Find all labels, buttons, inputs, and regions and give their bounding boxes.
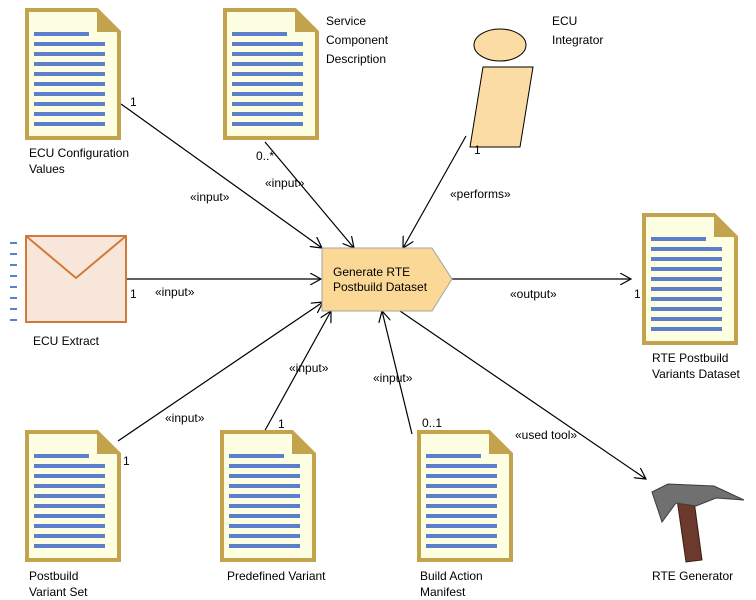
mult-predefined-variant: 1 [278, 417, 285, 431]
predefined-variant-label: Predefined Variant [227, 569, 326, 583]
connector-labels: 1 «input» 0..* «input» 1 «performs» 1 «i… [123, 95, 641, 468]
edge-task-to-generator [399, 310, 646, 479]
build-action-label-line1: Build Action [420, 569, 483, 583]
artifact-build-action-manifest[interactable]: Build Action Manifest [417, 430, 513, 599]
stereo-build-action: «input» [373, 371, 413, 385]
stereo-generator: «used tool» [515, 428, 577, 442]
mult-rte-postbuild: 1 [634, 287, 641, 301]
ecu-config-label-line2: Values [29, 162, 65, 176]
connectors [117, 103, 646, 479]
task-shape [321, 247, 453, 312]
edge-build-action-to-task [382, 311, 413, 435]
stereo-predefined-variant: «input» [289, 361, 329, 375]
stereo-rte-postbuild: «output» [510, 287, 557, 301]
rte-postbuild-label-line2: Variants Dataset [652, 367, 740, 381]
mult-postbuild-variant: 1 [123, 454, 130, 468]
document-icon [25, 8, 121, 140]
document-icon [25, 430, 121, 562]
mult-ecu-config: 1 [130, 95, 137, 109]
document-icon [642, 213, 738, 345]
task-label-line1: Generate RTE [333, 265, 410, 279]
document-icon [223, 8, 319, 140]
edge-integrator-to-task [403, 135, 467, 248]
mult-extract: 1 [130, 287, 137, 301]
service-comp-label-line3: Description [326, 52, 386, 66]
actor-ecu-integrator[interactable]: ECU Integrator [469, 14, 603, 148]
stereo-ecu-config: «input» [190, 190, 230, 204]
service-comp-label-line2: Component [326, 33, 389, 47]
artifact-postbuild-variant-set[interactable]: Postbuild Variant Set [25, 430, 121, 599]
ecu-config-label-line1: ECU Configuration [29, 146, 129, 160]
mult-service-comp: 0..* [256, 149, 274, 163]
artifact-ecu-configuration-values[interactable]: ECU Configuration Values [25, 8, 129, 176]
envelope-icon [10, 235, 127, 323]
artifact-predefined-variant[interactable]: Predefined Variant [220, 430, 326, 583]
mult-build-action: 0..1 [422, 416, 442, 430]
stereo-extract: «input» [155, 285, 195, 299]
hammer-icon [651, 483, 745, 563]
task-label-line2: Postbuild Dataset [333, 280, 428, 294]
edge-postbuild-variant-to-task [117, 302, 323, 442]
artifact-service-component-description[interactable]: Service Component Description [223, 8, 389, 140]
service-comp-label-line1: Service [326, 14, 366, 28]
postbuild-variant-label-line1: Postbuild [29, 569, 78, 583]
build-action-label-line2: Manifest [420, 585, 466, 599]
document-icon [417, 430, 513, 562]
stereo-postbuild-variant: «input» [165, 411, 205, 425]
task-generate-rte-postbuild-dataset[interactable]: Generate RTE Postbuild Dataset [321, 247, 453, 312]
ecu-extract-label: ECU Extract [33, 334, 100, 348]
mult-integrator: 1 [474, 143, 481, 157]
artifact-rte-postbuild-variants-dataset[interactable]: RTE Postbuild Variants Dataset [642, 213, 740, 381]
person-icon [469, 28, 534, 148]
document-icon [220, 430, 316, 562]
postbuild-variant-label-line2: Variant Set [29, 585, 88, 599]
tool-rte-generator[interactable]: RTE Generator [651, 483, 745, 583]
ecu-integrator-label-line2: Integrator [552, 33, 603, 47]
stereo-service-comp: «input» [265, 176, 305, 190]
edge-predefined-variant-to-task [262, 311, 331, 435]
edge-ecu-config-to-task [120, 103, 322, 248]
stereo-integrator: «performs» [450, 187, 511, 201]
ecu-integrator-label-line1: ECU [552, 14, 577, 28]
artifact-ecu-extract[interactable]: ECU Extract [10, 235, 127, 348]
rte-postbuild-label-line1: RTE Postbuild [652, 351, 728, 365]
rte-generator-label: RTE Generator [652, 569, 733, 583]
edge-service-comp-to-task [264, 141, 354, 248]
